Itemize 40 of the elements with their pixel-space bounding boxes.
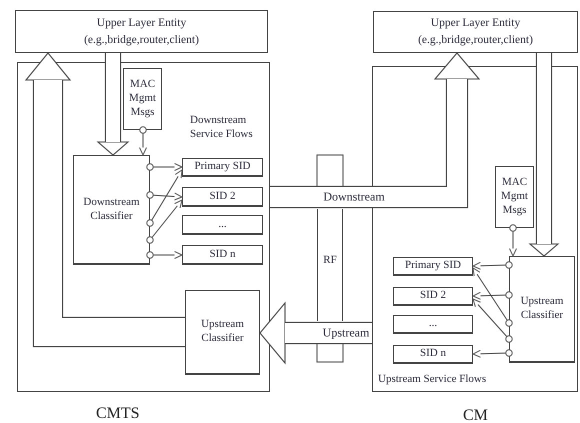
classifier-box [509, 256, 575, 363]
arrow [472, 298, 510, 340]
rf-channel-bar [317, 209, 343, 321]
edge-label: Upstream [322, 326, 370, 340]
service-flow-box [393, 257, 473, 276]
box-label: RF [323, 254, 337, 268]
arrow [150, 200, 182, 240]
classifier-box [73, 155, 150, 265]
edge-label: Downstream [322, 190, 386, 204]
box-label: SID n [210, 248, 236, 262]
box-label: Upstream Classifier [200, 318, 245, 346]
box-label: SID n [420, 347, 446, 361]
group-label: Upstream Service Flows [378, 372, 488, 386]
box-label: SID 2 [210, 190, 236, 204]
group-label: Downstream Service Flows [190, 113, 254, 142]
classifier-box [185, 290, 260, 375]
box-label: Upper Layer Entity (e.g.,bridge,router,client) [417, 16, 534, 48]
message-box [495, 166, 534, 228]
entity-box [15, 10, 268, 53]
service-flow-box [182, 158, 263, 177]
box-label: SID 2 [420, 289, 446, 303]
service-flow-box [182, 187, 263, 207]
service-flow-box [182, 215, 263, 235]
box-label: Upstream Classifier [520, 295, 564, 323]
box-label: MAC Mgmt Msgs [500, 176, 529, 218]
service-flow-box [393, 287, 473, 306]
service-flow-box [393, 345, 473, 364]
box-label: Downstream Classifier [82, 196, 141, 224]
device-caption: CMTS [96, 405, 140, 423]
box-label: Primary SID [194, 160, 250, 174]
box-label: ... [218, 218, 227, 232]
box-label: MAC Mgmt Msgs [128, 78, 157, 120]
box-label: Upper Layer Entity (e.g.,bridge,router,client) [83, 16, 200, 48]
service-flow-box [393, 315, 473, 334]
entity-box [373, 11, 578, 53]
service-flow-box [182, 245, 263, 265]
message-box [123, 68, 162, 130]
box-label: Primary SID [405, 259, 461, 273]
device-caption: CM [463, 407, 488, 423]
box-label: ... [428, 317, 438, 331]
